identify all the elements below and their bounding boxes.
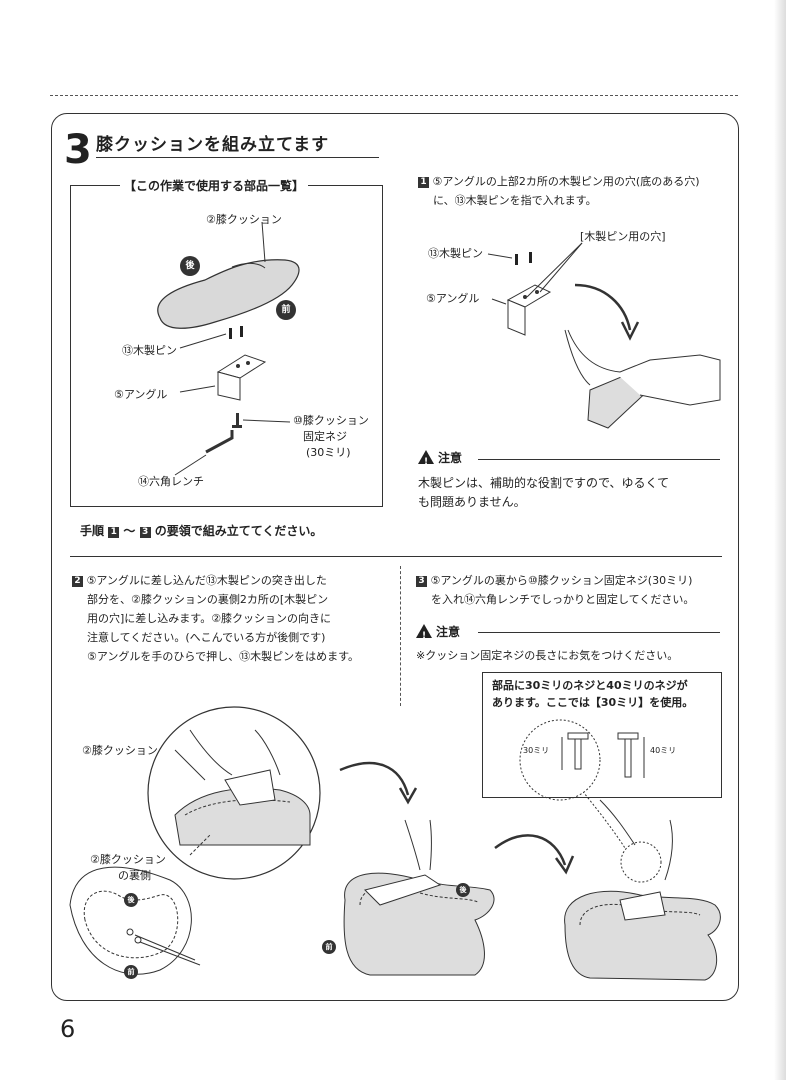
back-marker: 後 [180, 256, 200, 276]
step-number: 3 [64, 127, 92, 173]
front-marker: 前 [276, 300, 296, 320]
warning-icon: ! [418, 450, 434, 467]
cushion-part-label: ②膝クッション [206, 213, 282, 226]
step2-text-2: 部分を、②膝クッションの裏側2カ所の[木製ピン [87, 593, 329, 606]
screw-40mm-label: 40ミリ [650, 746, 677, 755]
pin-part-label: ⑬木製ピン [122, 344, 177, 357]
back-side-label-2: の裏側 [118, 869, 151, 882]
step1-pin-label: ⑬木製ピン [428, 247, 483, 260]
warning-icon-2: ! [416, 624, 432, 641]
screw-info-box [482, 672, 722, 798]
instruction-frame [51, 113, 739, 1001]
step1-caution-text-2: も問題ありません。 [418, 495, 526, 509]
step2-text-4: 注意してください。(へこんでいる方が後側です) [87, 631, 326, 644]
mid-back-marker: 後 [456, 883, 470, 897]
step3-caution-text: ※クッション固定ネジの長さにお気をつけください。 [416, 649, 679, 662]
pin-hole-label: [木製ピン用の穴] [580, 230, 666, 243]
step3-text-1: 3 ⑤アングルの裏から⑩膝クッション固定ネジ(30ミリ) [416, 571, 692, 591]
step2-text-1: 2 ⑤アングルに差し込んだ⑬木製ピンの突き出した [72, 571, 327, 591]
top-dashed-divider [50, 95, 738, 96]
screw-box-text-2: あります。ここでは【30ミリ】を使用。 [492, 696, 694, 709]
step1-text-1: 1 ⑤アングルの上部2カ所の木製ピン用の穴(底のある穴) [418, 172, 700, 192]
screw-box-text-1: 部品に30ミリのネジと40ミリのネジが [492, 679, 688, 692]
step1-caution-text-1: 木製ピンは、補助的な役割ですので、ゆるくて [418, 476, 670, 490]
step1-angle-label: ⑤アングル [426, 292, 480, 305]
step2-back-marker: 後 [124, 893, 138, 907]
angle-part-label: ⑤アングル [114, 388, 168, 401]
step1-caution-header: !注意 [418, 448, 462, 468]
screw-30mm-label: 30ミリ [523, 746, 550, 755]
screw-label-1: ⑩膝クッション [293, 414, 369, 427]
step2-cushion-label: ②膝クッション [82, 744, 158, 757]
step2-text-5: ⑤アングルを手のひらで押し、⑬木製ピンをはめます。 [87, 650, 359, 663]
back-side-label-1: ②膝クッション [90, 853, 166, 866]
step3-text-2: を入れ⑭六角レンチでしっかりと固定してください。 [431, 593, 695, 606]
mid-front-marker: 前 [322, 940, 336, 954]
page-edge-shadow [774, 0, 786, 1080]
screw-label-2: 固定ネジ [303, 430, 347, 443]
title-underline [96, 157, 379, 158]
procedure-note: 手順 1 ～ 3 の要領で組み立ててください。 [80, 524, 323, 538]
parts-heading: 【この作業で使用する部品一覧】 [120, 177, 309, 194]
step1-text-2: に、⑬木製ピンを指で入れます。 [433, 194, 597, 207]
section-divider [70, 556, 722, 557]
step3-caution-header: !注意 [416, 622, 460, 642]
step3-caution-line [478, 632, 720, 633]
step2-front-marker: 前 [124, 965, 138, 979]
column-dashed-divider [400, 566, 401, 706]
step-title: 膝クッションを組み立てます [96, 135, 330, 155]
wrench-part-label: ⑭六角レンチ [138, 475, 204, 488]
screw-label-3: (30ミリ) [306, 446, 351, 459]
step2-text-3: 用の穴]に差し込みます。②膝クッションの向きに [87, 612, 332, 625]
page-number: 6 [60, 1015, 76, 1043]
step1-caution-line [478, 459, 720, 460]
